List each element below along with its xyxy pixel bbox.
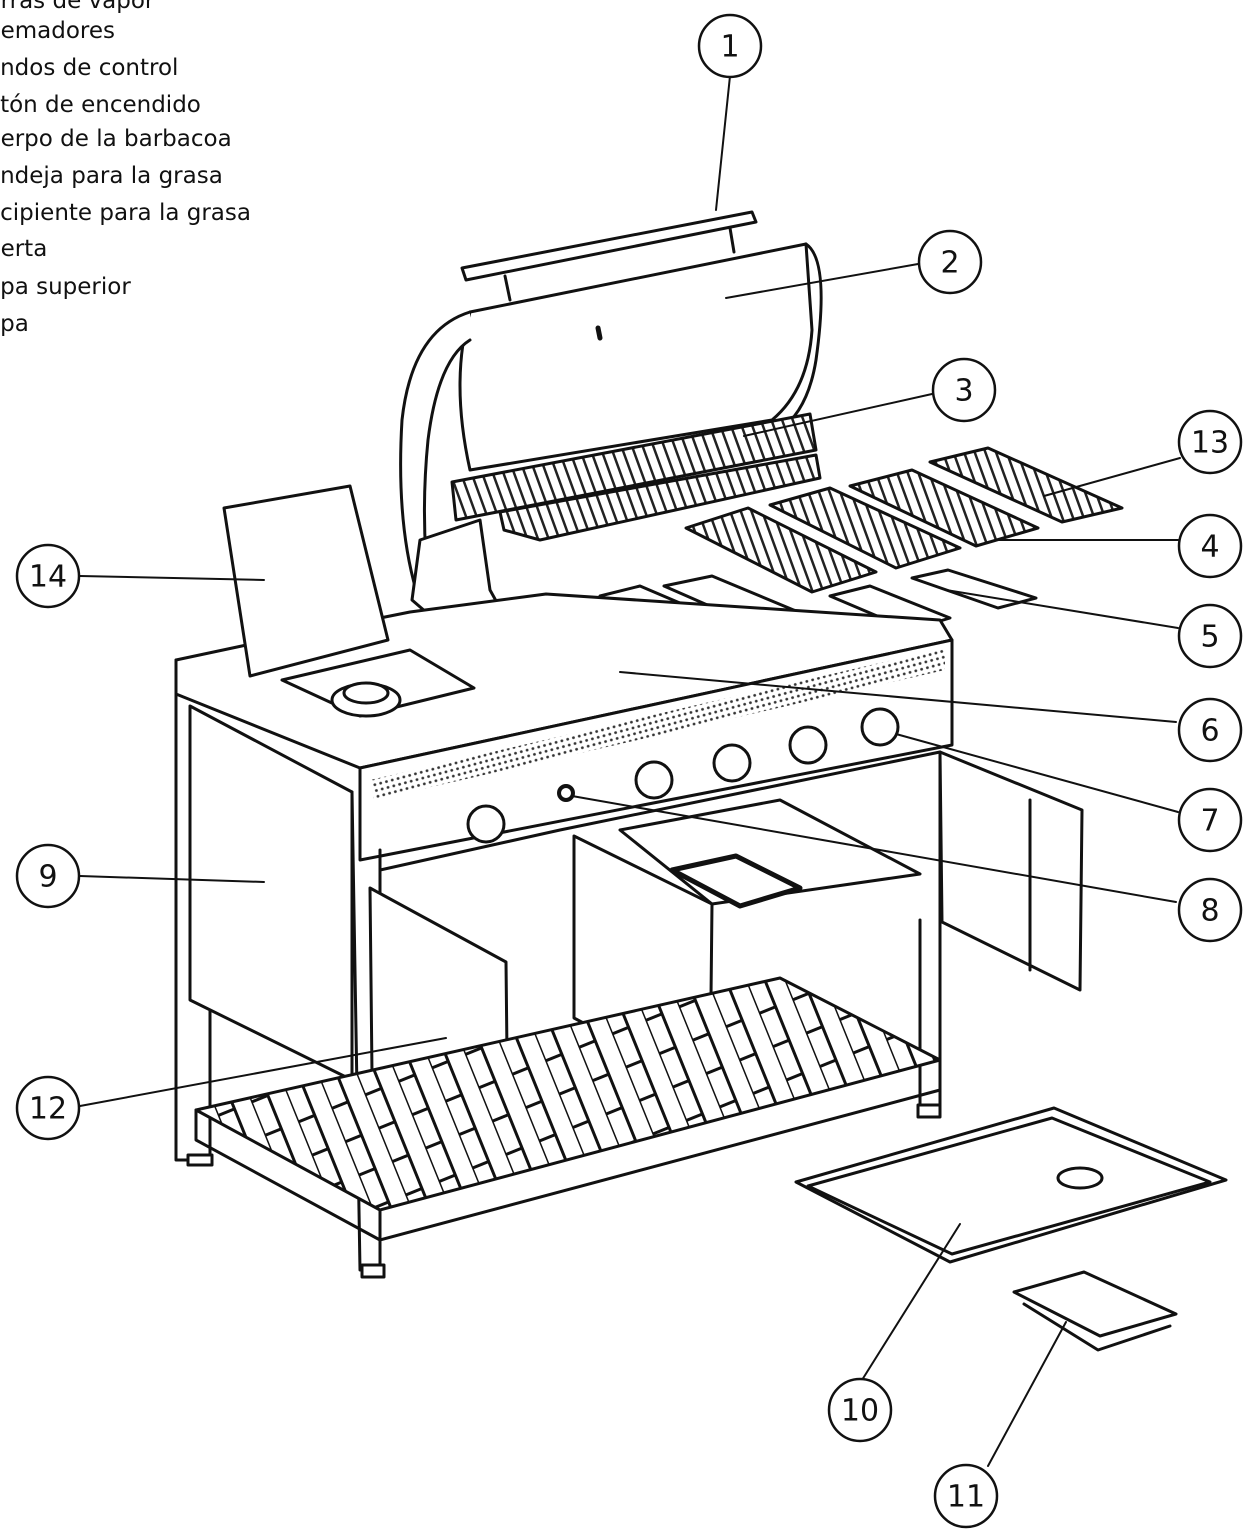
cooking-grates	[684, 446, 1124, 594]
callout-label: 8	[1200, 894, 1219, 929]
callout-label: 2	[940, 246, 959, 281]
lid	[399, 210, 823, 602]
callout-1	[697, 13, 763, 79]
callout-2	[917, 229, 983, 295]
callout-label: 1	[720, 30, 739, 65]
callout-label: 10	[841, 1394, 879, 1429]
callout-label: 4	[1200, 530, 1219, 565]
legend-item: urras de vapor	[0, 0, 155, 14]
callout-12	[15, 1075, 81, 1141]
callout-label: 12	[29, 1092, 67, 1127]
legend-item: apa	[0, 311, 29, 337]
leader-lines	[79, 75, 1181, 1467]
warming-rack	[450, 412, 822, 542]
callout-label: 9	[38, 860, 57, 895]
legend-item: uemadores	[0, 18, 115, 44]
callout-label: 13	[1191, 426, 1229, 461]
callout-10	[827, 1377, 893, 1443]
callout-13	[1177, 409, 1243, 475]
grease-cup	[1012, 1270, 1178, 1352]
legend-item: andeja para la grasa	[0, 163, 223, 189]
callout-7	[1177, 787, 1243, 853]
legend-item: andos de control	[0, 55, 179, 81]
legend-item: uerpo de la barbacoa	[0, 126, 232, 152]
callout-8	[1177, 877, 1243, 943]
cabinet	[174, 658, 1084, 1279]
callout-3	[931, 357, 997, 423]
callout-14	[15, 543, 81, 609]
side-burner	[222, 484, 476, 718]
callout-label: 11	[947, 1480, 985, 1515]
callout-label: 14	[29, 560, 67, 595]
callout-label: 7	[1200, 804, 1219, 839]
callouts	[15, 13, 1243, 1529]
grease-tray	[794, 1106, 1228, 1264]
callout-6	[1177, 697, 1243, 763]
callout-label: 6	[1200, 714, 1219, 749]
callout-label: 3	[954, 374, 973, 409]
legend-item: apa superior	[0, 274, 131, 300]
legend-item: ecipiente para la grasa	[0, 200, 251, 226]
legend-item: otón de encendido	[0, 92, 201, 118]
callout-11	[933, 1463, 999, 1529]
callout-5	[1177, 603, 1243, 669]
callout-9	[15, 843, 81, 909]
callout-4	[1177, 513, 1243, 579]
callout-label: 5	[1200, 620, 1219, 655]
legend-item: uerta	[0, 236, 48, 262]
